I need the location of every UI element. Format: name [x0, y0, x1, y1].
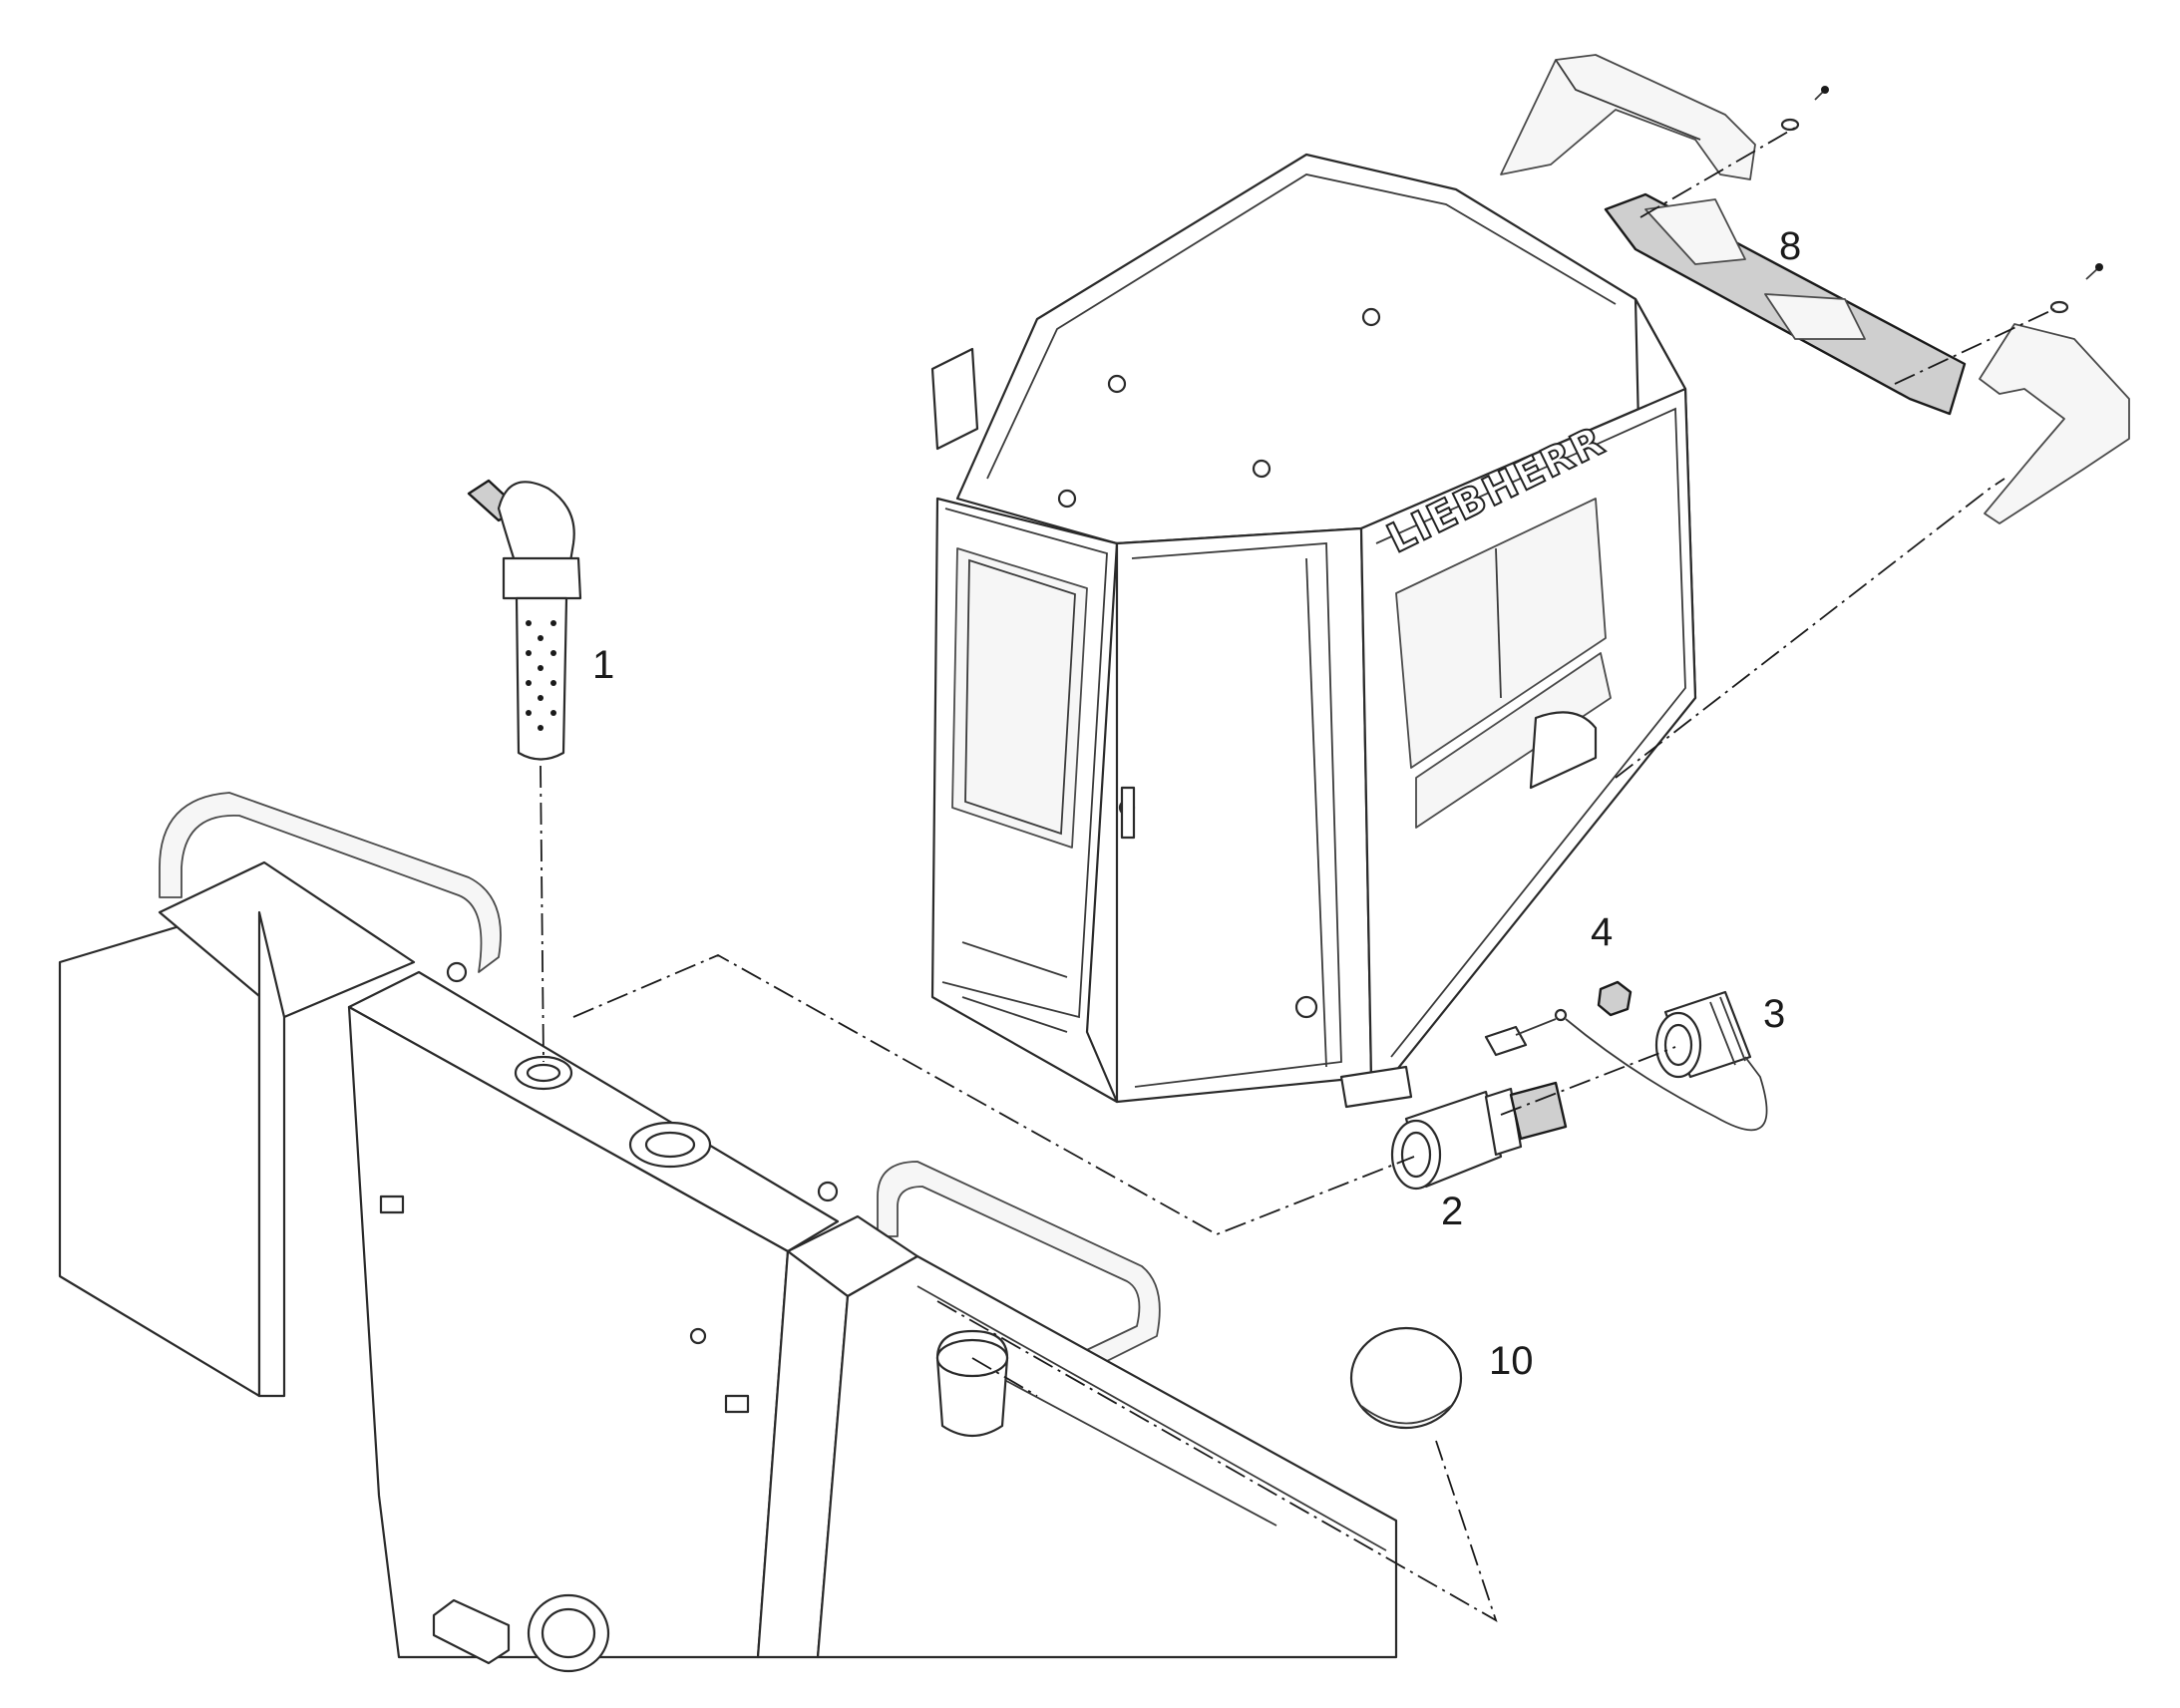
- item-3-dust-cap: [1565, 990, 1768, 1132]
- leader-lines: [540, 127, 2055, 1622]
- item-4-nut-bolt: [1484, 980, 1633, 1057]
- item-1-breather-filter: [467, 479, 582, 761]
- callout-4: 4: [1591, 910, 1613, 954]
- callout-numbers: 1 2 3 4 8 10: [592, 224, 1801, 1383]
- item-10-round-cover: [1349, 1326, 1463, 1430]
- perforation-dots: [526, 620, 556, 731]
- left-handrail: [159, 792, 502, 973]
- callout-8: 8: [1779, 224, 1801, 268]
- callout-3: 3: [1763, 992, 1785, 1036]
- item-2-adapter-fitting: [1390, 1081, 1568, 1191]
- operator-cab: LIEBHERR: [930, 153, 1697, 1109]
- item-8-bracket-assembly: [1500, 54, 2130, 524]
- hydraulic-tank: [58, 860, 1398, 1673]
- callout-10: 10: [1489, 1339, 1534, 1383]
- callout-2: 2: [1441, 1190, 1463, 1233]
- callout-1: 1: [592, 643, 614, 687]
